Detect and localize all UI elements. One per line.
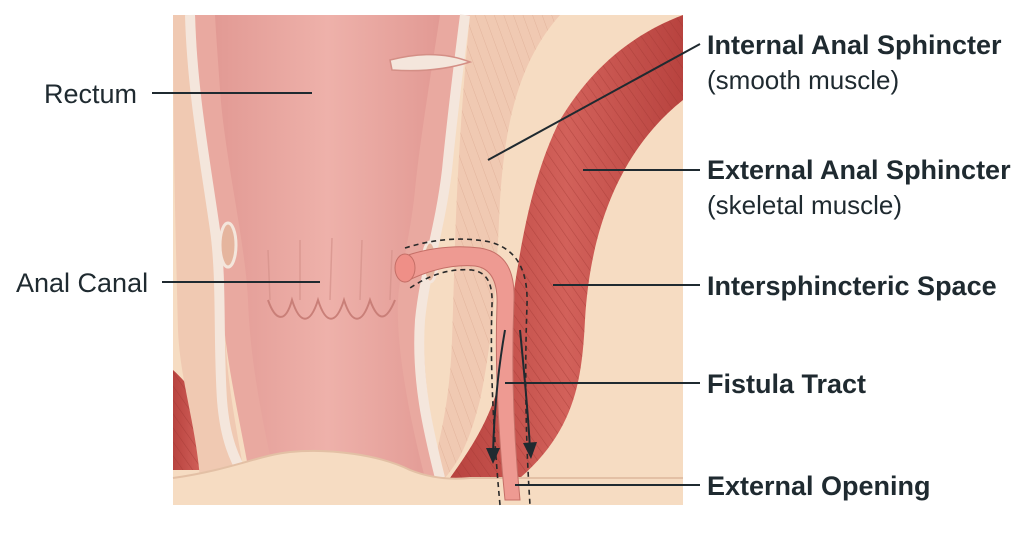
label-external-sphincter-sub: (skeletal muscle) xyxy=(707,190,902,220)
internal-opening xyxy=(394,253,416,283)
label-external-sphincter: External Anal Sphincter xyxy=(707,155,1011,185)
left-anal-gland xyxy=(218,221,238,269)
rectal-lumen xyxy=(215,15,440,478)
leader-internal-sphincter xyxy=(487,43,701,161)
label-anal-canal: Anal Canal xyxy=(16,268,148,298)
label-intersphincteric-space: Intersphincteric Space xyxy=(707,271,997,301)
tract-arrow-left xyxy=(492,329,506,456)
label-internal-sphincter: Internal Anal Sphincter xyxy=(707,30,1002,60)
label-fistula-tract: Fistula Tract xyxy=(707,369,866,399)
label-rectum: Rectum xyxy=(44,79,137,109)
dentate-line xyxy=(267,296,396,320)
left-internal-sphincter xyxy=(173,15,245,478)
tract-arrow-right xyxy=(519,329,531,451)
perianal-skin xyxy=(173,450,683,505)
fistula-dashed-outline xyxy=(404,238,531,506)
rectal-fold xyxy=(389,53,473,72)
label-internal-sphincter-sub: (smooth muscle) xyxy=(707,65,899,95)
label-external-opening: External Opening xyxy=(707,471,931,501)
